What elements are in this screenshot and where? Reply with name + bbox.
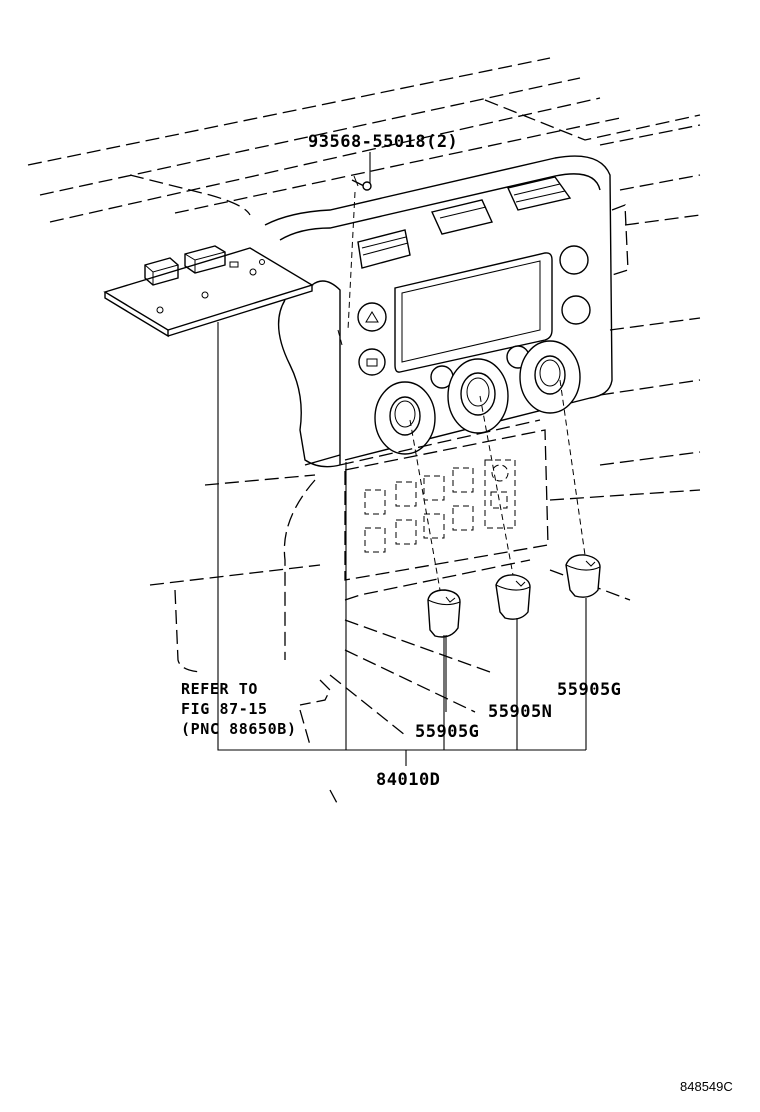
dial-left (374, 381, 436, 455)
knob-middle-part-number: 55905N (488, 702, 552, 722)
knob-right-part-number: 55905G (557, 680, 621, 700)
panel-assembly-part-number: 84010D (376, 770, 440, 790)
dial-middle (447, 358, 509, 434)
bracket-plate (103, 245, 314, 338)
screw (347, 152, 372, 331)
knob-right (565, 554, 601, 598)
screw-part-number: 93568-55018(2) (308, 132, 458, 152)
dashboard-outline (27, 57, 701, 806)
knob-left-part-number: 55905G (415, 722, 479, 742)
reference-note-line2: FIG 87-15 (181, 700, 268, 718)
knob-left (427, 589, 461, 638)
dial-right (519, 340, 581, 414)
reference-note-line1: REFER TO (181, 680, 258, 698)
console-housing (264, 155, 613, 581)
illustration-code: 848549C (680, 1079, 733, 1094)
leader-lines (217, 322, 587, 766)
knob-middle (495, 574, 531, 620)
reference-note-line3: (PNC 88650B) (181, 720, 297, 738)
